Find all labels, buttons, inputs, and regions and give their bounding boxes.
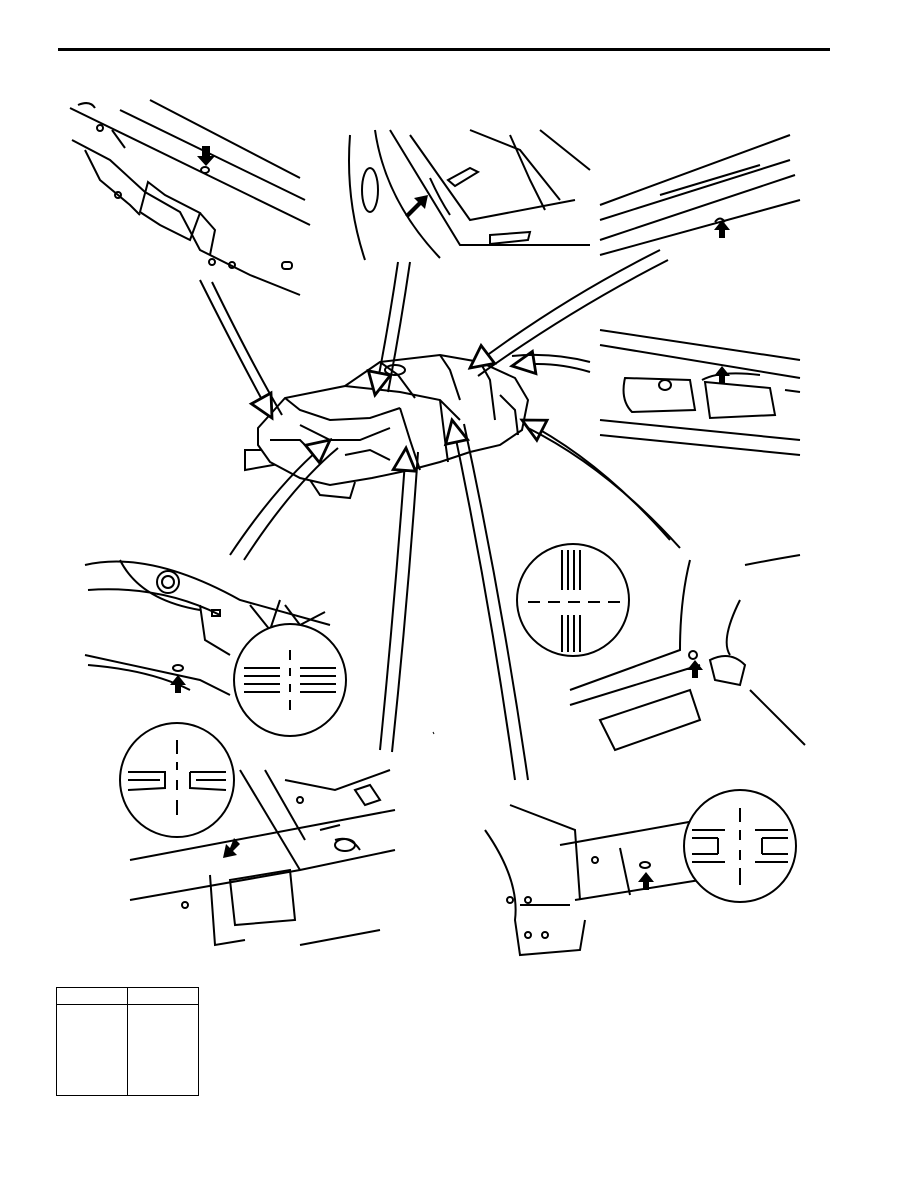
legend-table-cell bbox=[127, 1004, 199, 1096]
weld-symbol-horizontal-bars bbox=[233, 623, 347, 737]
legend-table-row bbox=[56, 1004, 199, 1096]
leader-arrows bbox=[199, 249, 681, 781]
car-body-shell bbox=[244, 353, 530, 500]
arrow-down-icon bbox=[223, 838, 240, 858]
stray-mark bbox=[432, 731, 435, 735]
legend-table-cell bbox=[56, 1004, 128, 1096]
view-engine-compartment-front bbox=[69, 99, 311, 296]
view-rear-quarter-upper bbox=[599, 329, 801, 456]
arrow-up-icon bbox=[714, 366, 730, 384]
view-windshield-pillar bbox=[348, 129, 591, 261]
legend-table-header bbox=[56, 987, 199, 1005]
view-front-apron bbox=[84, 559, 331, 696]
arrow-up-icon bbox=[638, 872, 654, 890]
legend-table-header-cell bbox=[56, 987, 128, 1005]
arrow-up-icon bbox=[714, 220, 730, 238]
view-roof-side-rail bbox=[599, 134, 801, 256]
view-cowl-dash-panel bbox=[129, 769, 396, 947]
arrow-down-icon bbox=[197, 146, 215, 166]
weld-symbol-stepped-bars bbox=[683, 789, 797, 903]
view-rear-wheelhouse bbox=[569, 554, 806, 752]
weld-symbol-vertical-bars bbox=[516, 543, 630, 657]
view-rocker-center-pillar bbox=[484, 804, 701, 957]
header-rule bbox=[58, 48, 830, 51]
arrow-up-icon bbox=[687, 660, 703, 678]
arrow-up-icon bbox=[170, 675, 186, 693]
legend-table bbox=[56, 987, 199, 1096]
weld-symbol-split-bars bbox=[119, 722, 235, 838]
arrow-diagonal-icon bbox=[405, 195, 428, 218]
legend-table-header-cell bbox=[127, 987, 199, 1005]
